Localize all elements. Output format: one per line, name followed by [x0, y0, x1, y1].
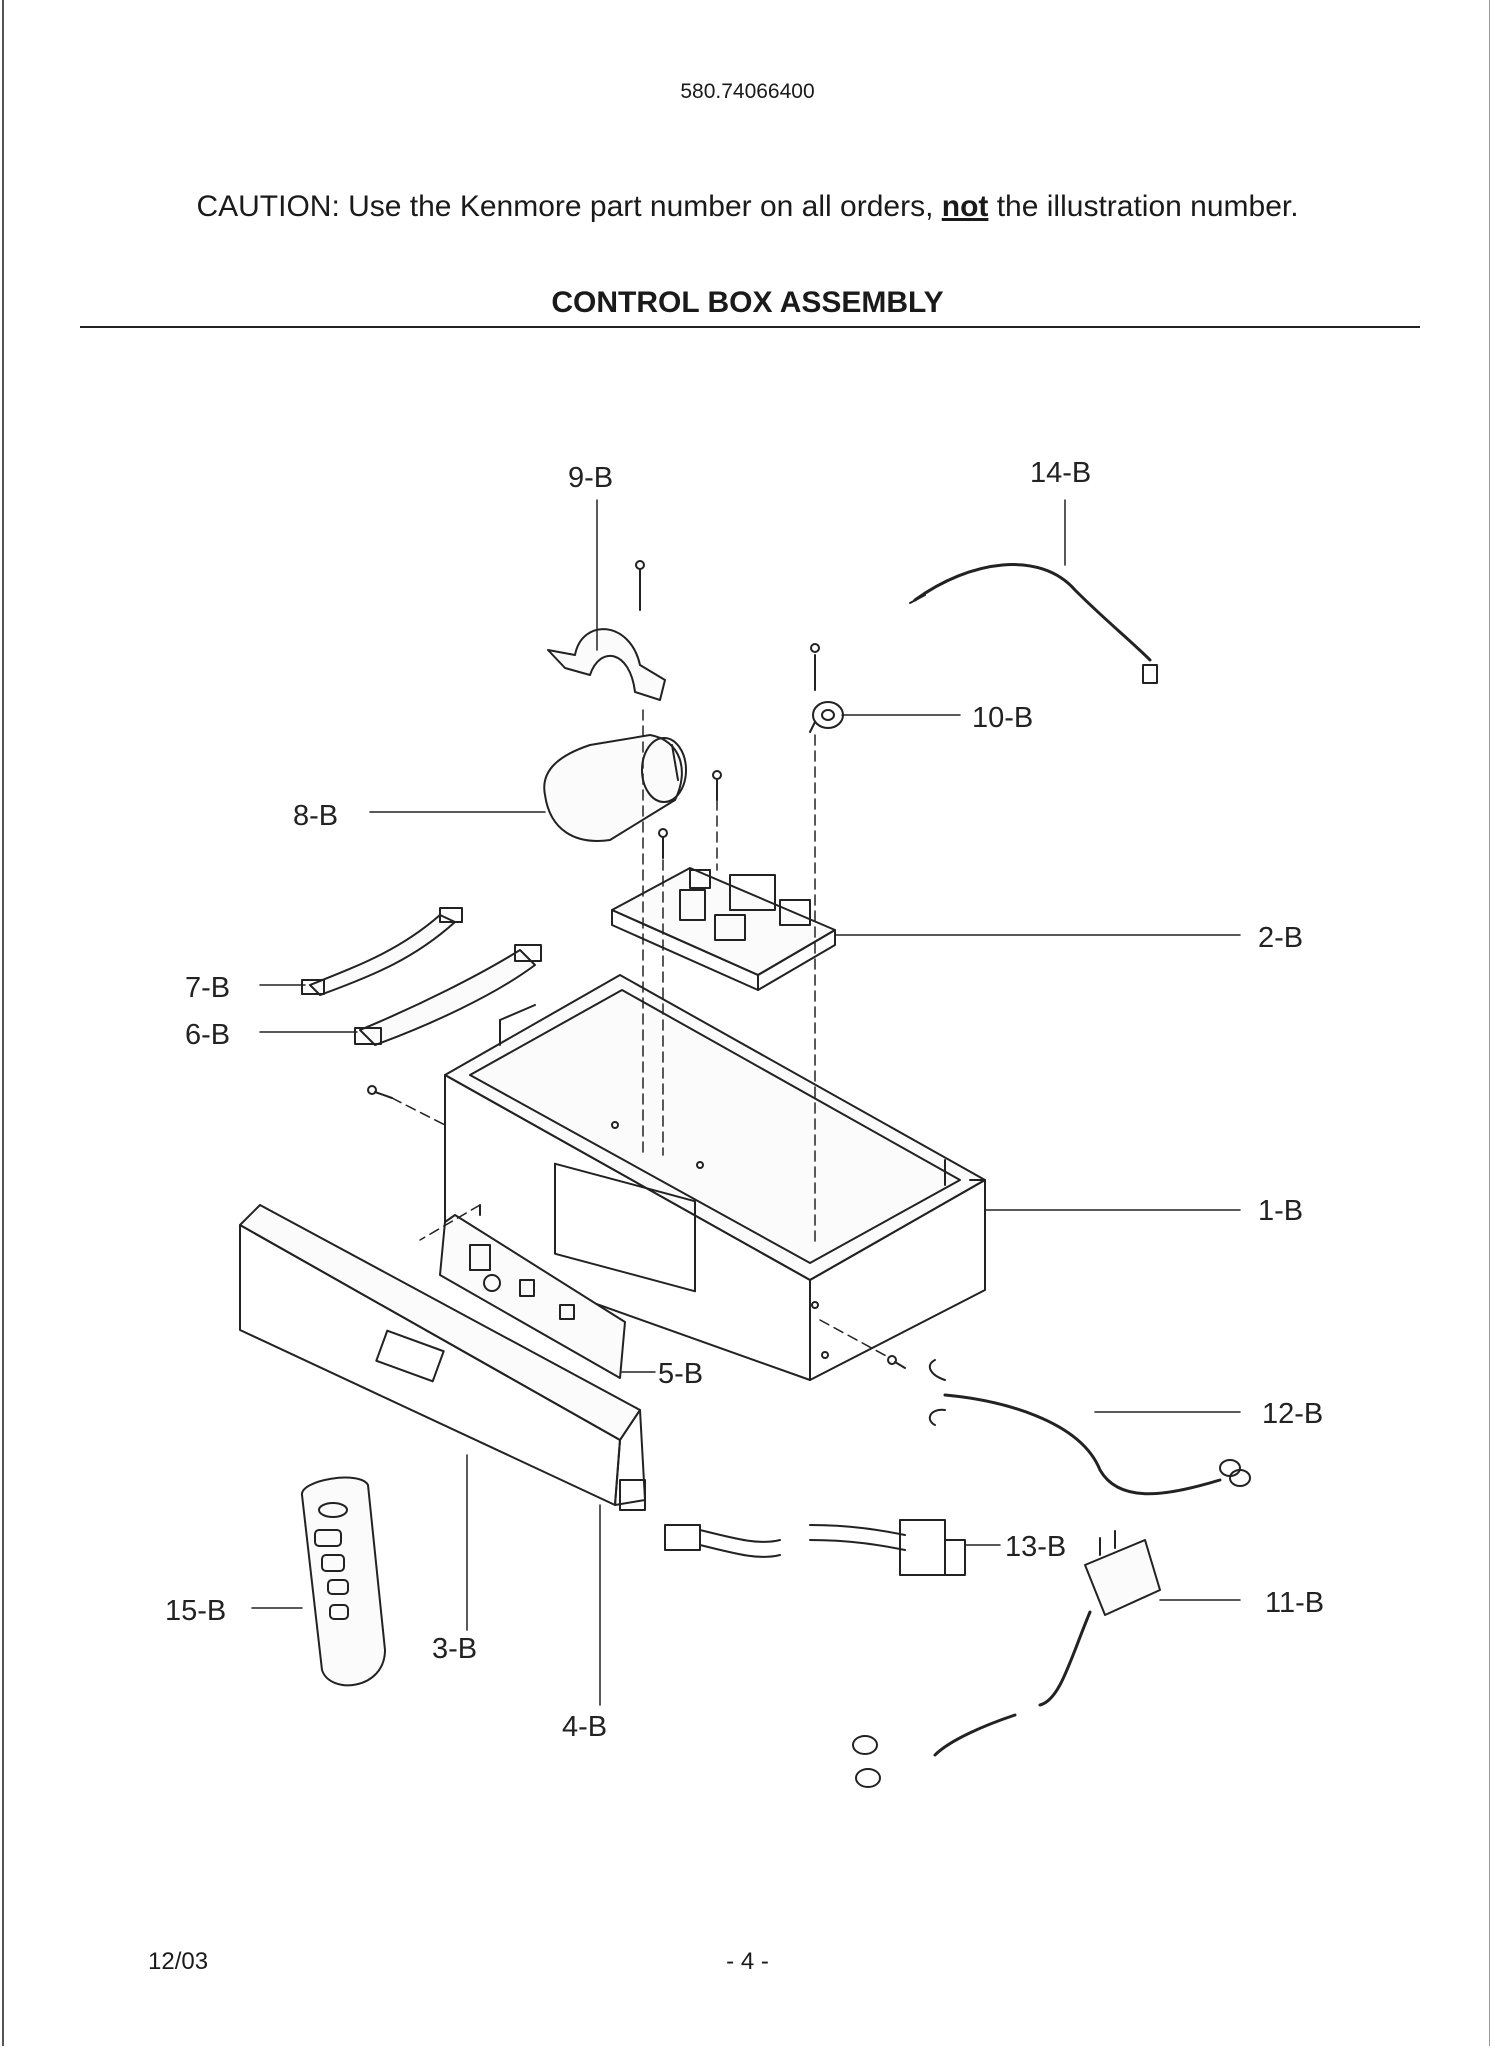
callout-2b: 2-B: [1258, 922, 1303, 954]
caution-suffix: the illustration number.: [988, 190, 1299, 223]
section-title: CONTROL BOX ASSEMBLY: [551, 286, 944, 319]
callout-6b: 6-B: [185, 1019, 230, 1051]
caution-note: CAUTION: Use the Kenmore part number on …: [0, 190, 1495, 224]
control-box-housing-drawing: [444, 974, 986, 1381]
caution-prefix: CAUTION: Use the Kenmore part number on …: [196, 190, 942, 223]
display-board-drawing: [439, 1204, 626, 1379]
wire-lead-drawing: [909, 563, 1158, 684]
page-number: - 4 -: [726, 1948, 769, 1975]
callout-7b: 7-B: [185, 972, 230, 1004]
callout-3b: 3-B: [432, 1633, 477, 1665]
ribbon-cables-drawing: [301, 907, 542, 1046]
callout-9b: 9-B: [568, 462, 613, 494]
footer-date: 12/03: [148, 1948, 209, 1975]
callout-1b: 1-B: [1258, 1195, 1303, 1227]
callout-8b: 8-B: [293, 800, 338, 832]
power-cord-assembly-12-drawing: [928, 1359, 1251, 1496]
model-number: 580.74066400: [680, 80, 815, 103]
callout-15b: 15-B: [165, 1595, 226, 1627]
callout-11b: 11-B: [1265, 1587, 1324, 1619]
remote-control-drawing: [301, 1476, 386, 1687]
alignment-lines: [391, 709, 891, 1359]
callout-labels: 9-B 14-B 10-B 8-B 2-B 7-B 6-B 1-B 5-B 12…: [165, 457, 1324, 1743]
bracket-clip-drawing: [547, 560, 666, 701]
small-clamp-drawing: [809, 643, 844, 733]
main-pcb-drawing: [611, 867, 836, 991]
callout-13b: 13-B: [1005, 1531, 1066, 1563]
title-rule: [80, 326, 1420, 328]
power-cord-plug-drawing: [852, 1530, 1161, 1788]
leader-lines: [251, 499, 1241, 1706]
wire-harness-drawing: [664, 1519, 966, 1576]
callout-14b: 14-B: [1030, 457, 1091, 489]
callout-4b: 4-B: [562, 1711, 607, 1743]
callout-12b: 12-B: [1262, 1398, 1323, 1430]
screws-drawing: [367, 770, 906, 1369]
callout-5b: 5-B: [658, 1358, 703, 1390]
caution-emphasis: not: [941, 190, 989, 223]
callout-10b: 10-B: [972, 702, 1033, 734]
capacitor-drawing: [543, 734, 687, 842]
front-panel-drawing: [239, 1204, 646, 1511]
